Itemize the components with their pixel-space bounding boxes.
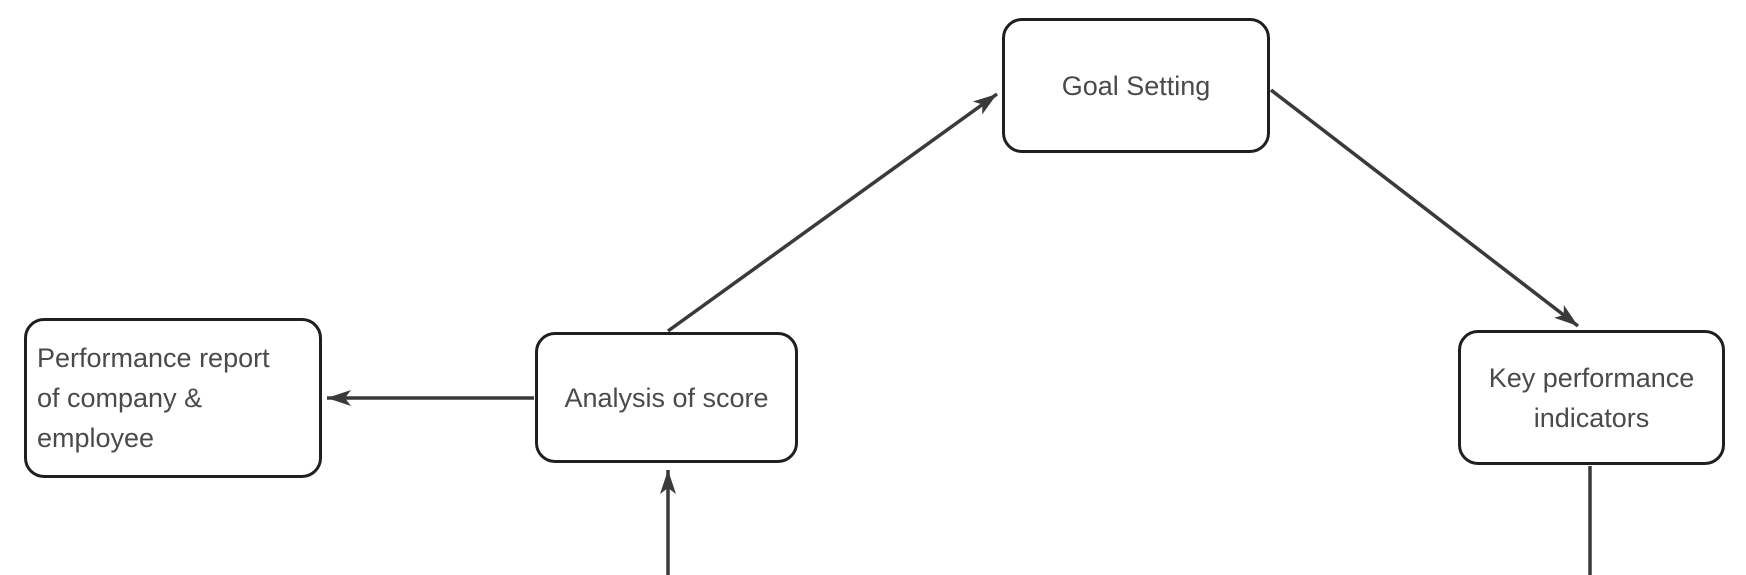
- edge-analysis-to-goal-setting[interactable]: [666, 92, 999, 333]
- node-performance-report-label: Performance report of company & employee: [37, 343, 270, 453]
- node-key-performance-indicators-label: Key performance indicators: [1488, 362, 1695, 433]
- node-analysis-of-score[interactable]: Analysis of score: [535, 332, 798, 463]
- node-key-performance-indicators[interactable]: Key performance indicators: [1458, 330, 1725, 465]
- node-performance-report[interactable]: Performance report of company & employee: [24, 318, 322, 478]
- node-goal-setting-label: Goal Setting: [1061, 70, 1211, 101]
- node-goal-setting[interactable]: Goal Setting: [1002, 18, 1270, 153]
- node-analysis-of-score-label: Analysis of score: [564, 382, 769, 413]
- edge-goal-setting-to-kpi[interactable]: [1269, 88, 1580, 328]
